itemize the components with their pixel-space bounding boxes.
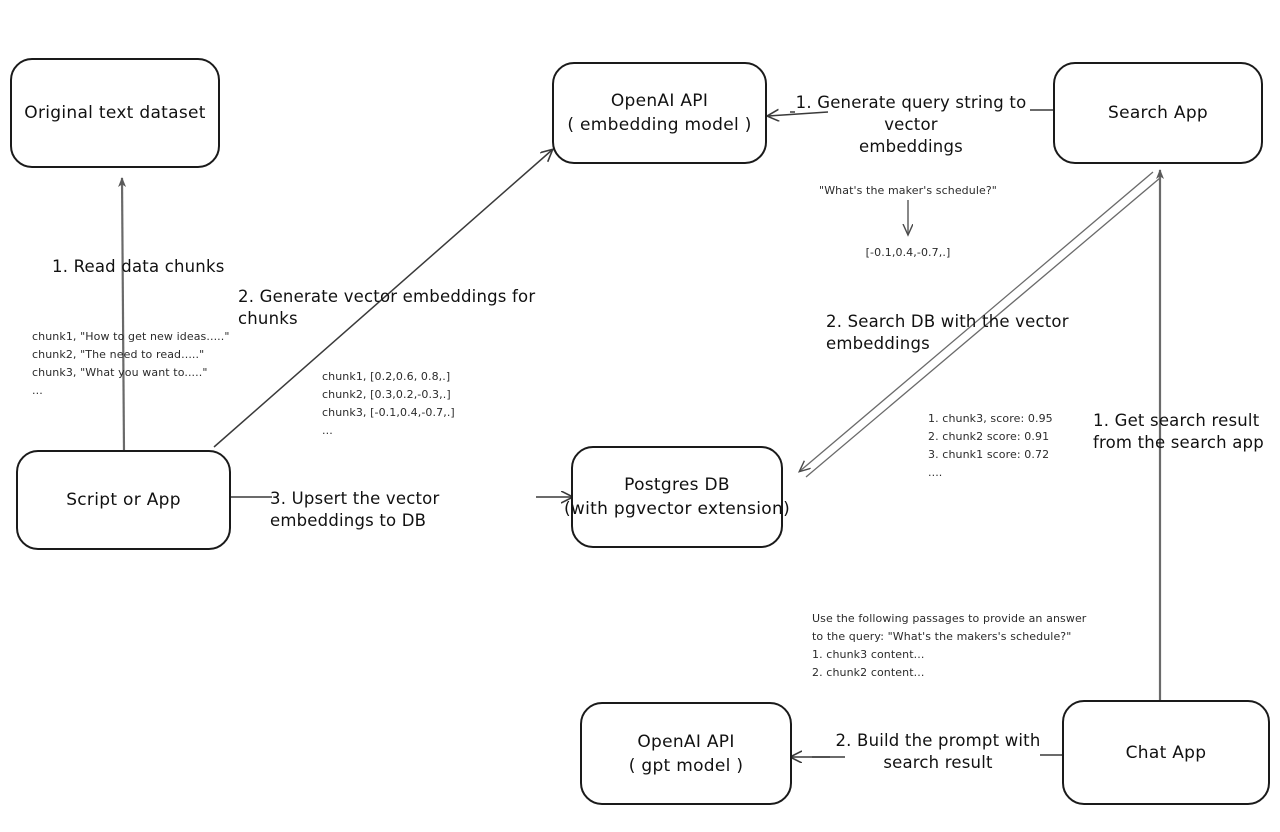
node-original-text-dataset[interactable]: Original text dataset [10, 58, 220, 168]
edge-script-to-dataset [118, 177, 127, 453]
node-search-app[interactable]: Search App [1053, 62, 1263, 164]
edge-label-upsert-to-db: 3. Upsert the vector embeddings to DB [270, 489, 440, 530]
node-label-line2: (with pgvector extension) [563, 499, 791, 519]
edge-label-get-search-result: 1. Get search result from the search app [1093, 411, 1264, 452]
node-script-or-app[interactable]: Script or App [16, 450, 231, 550]
note-query-string: "What's the maker's schedule?" [819, 184, 997, 197]
edge-label-build-prompt: 2. Build the prompt with search result [835, 731, 1041, 772]
node-label: Search App [1107, 103, 1209, 123]
node-label-line1: OpenAI API [637, 731, 735, 752]
node-label-line1: OpenAI API [610, 91, 709, 111]
node-label: Script or App [66, 490, 181, 510]
note-query-vector: [-0.1,0.4,-0.7,.] [865, 246, 951, 259]
note-prompt-text: Use the following passages to provide an… [812, 612, 1087, 679]
node-label-line2: ( embedding model ) [567, 115, 752, 135]
node-chat-app[interactable]: Chat App [1062, 700, 1270, 805]
note-chunks-vectors: chunk1, [0.2,0.6, 0.8,.] chunk2, [0.3,0.… [322, 370, 455, 437]
node-label-line2: ( gpt model ) [628, 755, 744, 776]
node-postgres-db[interactable]: Postgres DB (with pgvector extension) [564, 446, 790, 548]
node-openai-embedding-api[interactable]: OpenAI API ( embedding model ) [552, 62, 767, 164]
edge-label-generate-vector-embeddings: 2. Generate vector embeddings for chunks [238, 287, 536, 328]
node-label-line1: Postgres DB [624, 475, 730, 495]
note-chunks-text: chunk1, "How to get new ideas....." chun… [32, 330, 230, 397]
node-openai-gpt-api[interactable]: OpenAI API ( gpt model ) [580, 702, 792, 805]
edge-label-generate-query-string: 1. Generate query string to vector embed… [795, 93, 1027, 156]
note-search-results: 1. chunk3, score: 0.95 2. chunk2 score: … [928, 412, 1053, 479]
node-label: Original text dataset [24, 103, 206, 123]
edge-label-read-data-chunks: 1. Read data chunks [52, 257, 225, 276]
edge-label-search-db: 2. Search DB with the vector embeddings [826, 312, 1069, 353]
node-label: Chat App [1125, 742, 1207, 763]
